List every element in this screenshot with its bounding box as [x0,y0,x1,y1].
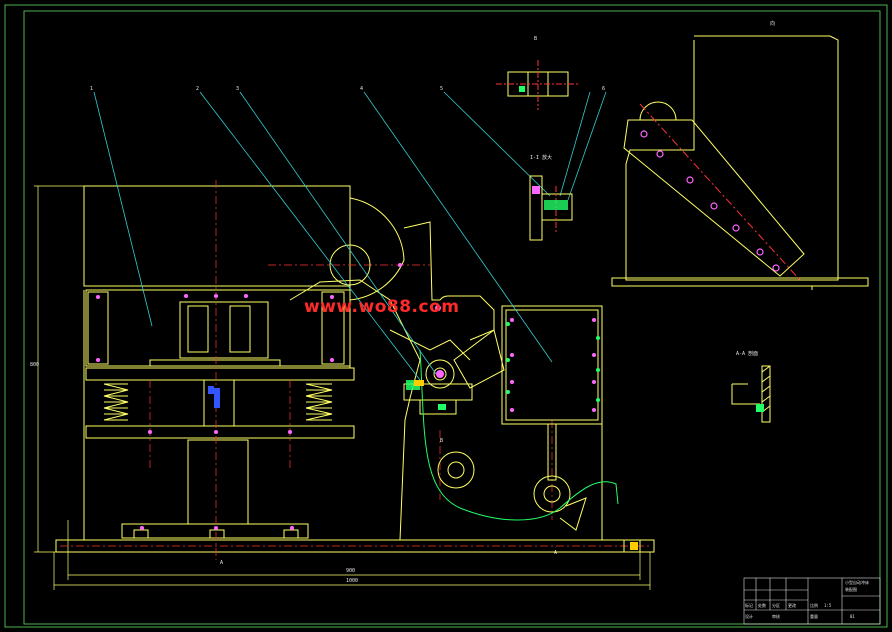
detail-i-fill [544,200,568,210]
callout-1: 1 [90,86,94,92]
callout-5: 5 [440,86,444,92]
title-code: 01 [850,614,855,619]
section-a-mark [756,404,764,412]
tb-cell-9: 重量 [810,614,818,619]
centerlines [60,180,650,560]
right-view-label: 向 [770,21,776,27]
cam-profile [419,349,619,521]
section-mark-b: B [440,438,444,444]
right-view-holes [640,130,780,272]
tb-cell-4: 更改 [788,603,796,608]
tb-cell-1: 标记 [745,603,753,608]
callout-4: 4 [360,86,364,92]
slider-block [437,305,603,540]
tb-cell-2: 处数 [758,603,766,608]
dimension-lines [34,185,651,590]
press-frame [55,185,655,553]
outer-border [4,4,888,628]
side-view-label: I-I 放大 [530,155,553,161]
section-a [731,365,771,423]
title-name: 小型自动冲床 [845,580,869,585]
dim-height: 800 [30,362,40,368]
flywheel [289,197,505,541]
detail-i-mark [532,186,540,194]
green-dots [506,322,600,402]
title-subtitle: 装配图 [845,587,857,592]
tb-cell-8: 1:5 [824,603,832,608]
right-view [611,35,869,290]
tb-cell-5: 设计 [745,614,753,619]
corner-part-fill [630,542,638,550]
tb-cell-7: 比例 [810,603,818,608]
dim-outer-width: 1000 [346,578,359,584]
spring-right [305,383,333,421]
dim-inner-width: 900 [346,568,356,574]
accent-parts [208,370,446,410]
inner-border [23,10,881,625]
tb-cell-3: 分区 [772,603,780,608]
section-view-label: A-A 剖面 [736,351,759,357]
section-mark-a2: A [554,550,558,556]
tb-cell-6: 审核 [772,614,780,619]
callout-2: 2 [196,86,200,92]
callout-6: 6 [602,86,606,92]
section-mark-a1: A [220,560,224,566]
watermark-text: www.wo88.com [304,297,460,317]
detail-b-label: B [534,36,538,42]
detail-b [496,60,580,110]
bolt-markers [96,263,596,530]
detail-i [529,175,573,241]
corner-part [623,539,641,553]
leader-lines [93,91,607,381]
detail-b-mark [519,86,525,92]
title-block [743,577,881,625]
callout-3: 3 [236,86,240,92]
spring-left [103,383,129,421]
